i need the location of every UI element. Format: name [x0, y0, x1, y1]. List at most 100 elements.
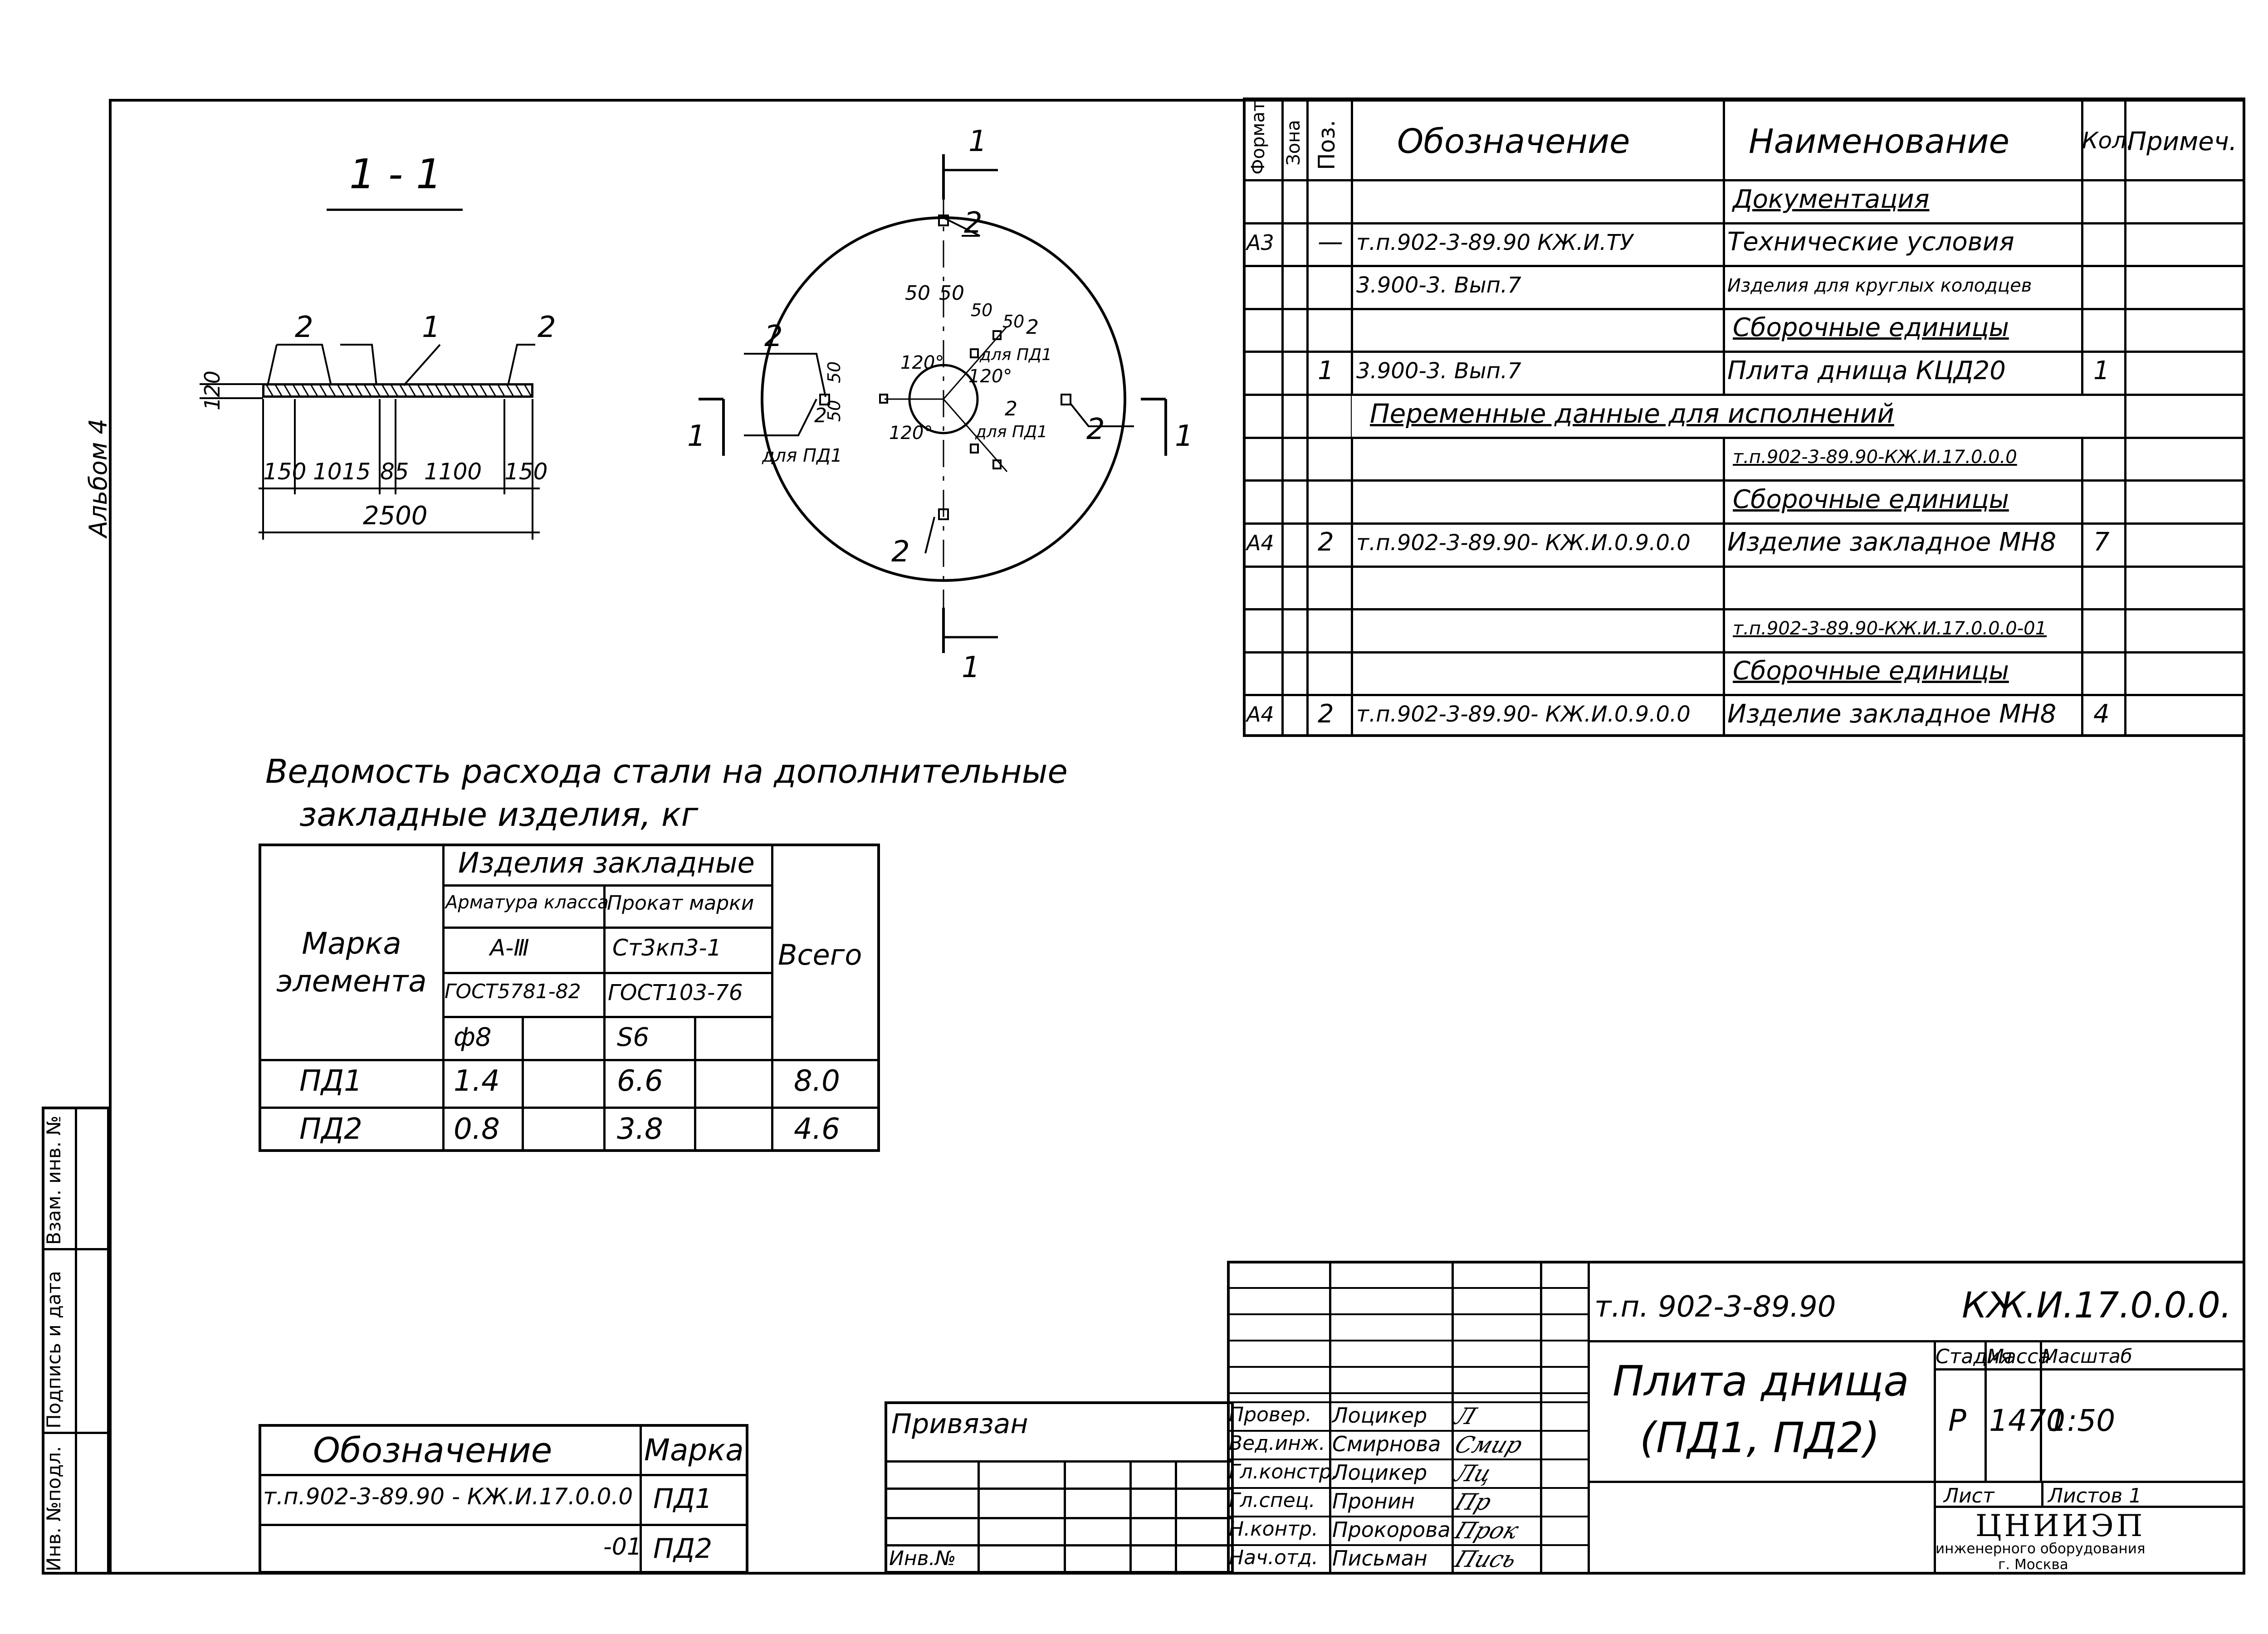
- album-label: Альбом 4: [84, 419, 112, 537]
- stamp-title1: Плита днища: [1613, 1357, 1909, 1405]
- spec-table: Формат Зона Поз. Обозначение Наименовани…: [1243, 98, 2245, 737]
- plan-dim-50f: 50: [824, 400, 844, 422]
- plan-dim-50b: 50: [939, 282, 964, 305]
- steel-armatura: Арматура класса: [445, 892, 609, 913]
- plan-dim-50e: 50: [824, 361, 844, 383]
- plan-dim-50a: 50: [905, 282, 930, 305]
- designation-r2-mark: ПД2: [653, 1533, 713, 1565]
- spec-h-zone: Зона: [1283, 120, 1304, 166]
- title-stamp: т.п. 902-3-89.90 КЖ.И.17.0.0.0. Плита дн…: [1227, 1261, 2245, 1575]
- stamp-massa: 1470: [1989, 1403, 2065, 1438]
- stamp-signature: Пись: [1451, 1546, 1520, 1572]
- privyazan-inv: Инв.№: [889, 1547, 956, 1570]
- section-dim-4: 1100: [424, 458, 482, 485]
- spec-name: Документация: [1733, 184, 1930, 214]
- section-dim-2: 1015: [313, 458, 371, 485]
- spec-qty: 4: [2093, 699, 2110, 729]
- plan-pos-2-left-small: 2: [814, 404, 827, 427]
- plan-angle-2: 120°: [968, 366, 1012, 387]
- privyazan-block: Привязан Инв.№: [885, 1401, 1234, 1574]
- designation-h1: Обозначение: [313, 1430, 552, 1470]
- spec-designation: 3.900-3. Вып.7: [1356, 273, 1521, 298]
- section-total: 2500: [363, 501, 428, 531]
- spec-format: А4: [1246, 702, 1274, 727]
- steel-mark-header: Марка элемента: [276, 926, 427, 999]
- stamp-person: Пронин: [1332, 1489, 1415, 1513]
- spec-qty: 1: [2093, 356, 2110, 385]
- spec-h-qty: Кол.: [2082, 127, 2134, 154]
- stamp-org2: инженерного оборудования: [1936, 1541, 2146, 1557]
- plan-angle-1: 120°: [900, 352, 944, 373]
- spec-name: Сборочные единицы: [1733, 313, 2009, 343]
- steel-row1-a: 1.4: [454, 1064, 500, 1098]
- steel-title-line2: закладные изделия, кг: [299, 795, 699, 834]
- spec-name: Плита днища КЦД20: [1727, 356, 2006, 385]
- section-dim-5: 150: [504, 458, 548, 485]
- section-pos-left: 2: [295, 311, 313, 344]
- section-title: 1 - 1: [349, 151, 442, 198]
- plan-pos-2-center: 2: [1005, 397, 1017, 420]
- spec-name: Изделия для круглых колодцев: [1727, 275, 2032, 296]
- plan-dim-50c: 50: [971, 300, 993, 320]
- plan-label-pd1-upper: для ПД1: [980, 346, 1052, 364]
- designation-r1-des: т.п.902-3-89.90 - КЖ.И.17.0.0.0: [263, 1483, 633, 1510]
- stamp-masshtab: 1:50: [2048, 1403, 2116, 1438]
- plan-pos-2-upper: 2: [1026, 316, 1039, 339]
- stamp-role: Гл.спец.: [1229, 1489, 1315, 1512]
- spec-format: А3: [1246, 230, 1274, 255]
- stamp-title2: (ПД1, ПД2): [1640, 1414, 1880, 1462]
- spec-h-designation: Обозначение: [1397, 122, 1630, 161]
- stamp-person: Лоцикер: [1332, 1403, 1427, 1428]
- stamp-list: Лист: [1944, 1484, 1994, 1507]
- spec-pos: 1: [1318, 356, 1334, 385]
- section-height-dim: 120: [200, 371, 225, 410]
- stamp-org3: г. Москва: [1998, 1556, 2068, 1573]
- plan-pos-left: 2: [764, 320, 783, 353]
- stamp-role: Провер.: [1229, 1403, 1312, 1426]
- stamp-person: Прокорова: [1332, 1517, 1451, 1542]
- spec-name: т.п.902-3-89.90-КЖ.И.17.0.0.0: [1733, 447, 2017, 468]
- stamp-person: Лоцикер: [1332, 1460, 1427, 1485]
- podpis-data-label: Подпись и дата: [43, 1271, 65, 1429]
- spec-name: Технические условия: [1727, 227, 2014, 257]
- spec-designation: 3.900-3. Вып.7: [1356, 358, 1521, 384]
- stamp-stadia: Р: [1948, 1403, 1966, 1438]
- stamp-code-right: КЖ.И.17.0.0.0.: [1962, 1285, 2232, 1326]
- section-dim-3: 85: [380, 458, 409, 485]
- steel-total-header: Всего: [778, 938, 862, 971]
- spec-h-name: Наименование: [1749, 122, 2010, 161]
- stamp-role: Н.контр.: [1229, 1517, 1318, 1541]
- stamp-stadia-h: Стадия: [1936, 1345, 2012, 1368]
- spec-h-pos: Поз.: [1314, 120, 1340, 170]
- steel-aiii: А-Ⅲ: [490, 935, 529, 961]
- plan-pos-right: 2: [1086, 413, 1105, 446]
- plan-pos-top: 2: [964, 206, 982, 240]
- steel-s6: S6: [617, 1023, 650, 1052]
- spec-name: Изделие закладное МН8: [1727, 527, 2057, 557]
- plan-cut-left: 1: [687, 419, 706, 453]
- spec-span-text: Переменные данные для исполнений: [1370, 398, 1894, 429]
- section-leaders: [267, 344, 535, 386]
- stamp-code-left: т.п. 902-3-89.90: [1594, 1290, 1836, 1324]
- section-dim-1: 150: [263, 458, 307, 485]
- stamp-role: Гл.констр.: [1229, 1460, 1338, 1483]
- stamp-org1: ЦНИИЭП: [1975, 1508, 2146, 1543]
- designation-r2-des: -01: [603, 1533, 642, 1561]
- stamp-signature: Смир: [1451, 1432, 1526, 1458]
- inv-podl-label: Инв. №подл.: [43, 1446, 65, 1571]
- designation-r1-mark: ПД1: [653, 1483, 713, 1515]
- section-pos-mid: 1: [422, 311, 440, 344]
- spec-h-note: Примеч.: [2127, 127, 2237, 156]
- spec-designation: т.п.902-3-89.90 КЖ.И.ТУ: [1356, 229, 1633, 255]
- stamp-signature: Прок: [1451, 1517, 1523, 1544]
- spec-pos: 2: [1318, 527, 1334, 557]
- plan-pos-bottom: 2: [891, 535, 910, 569]
- plan-cut-right: 1: [1175, 419, 1193, 453]
- plan-cut-top: 1: [968, 125, 987, 158]
- steel-row1-b: 6.6: [617, 1064, 663, 1098]
- spec-format: А4: [1246, 530, 1274, 555]
- designation-h2: Марка: [644, 1433, 744, 1468]
- plan-label-pd1-lower: для ПД1: [975, 423, 1048, 441]
- stamp-massa-h: Масса: [1987, 1345, 2051, 1368]
- stamp-role: Нач.отд.: [1229, 1546, 1318, 1569]
